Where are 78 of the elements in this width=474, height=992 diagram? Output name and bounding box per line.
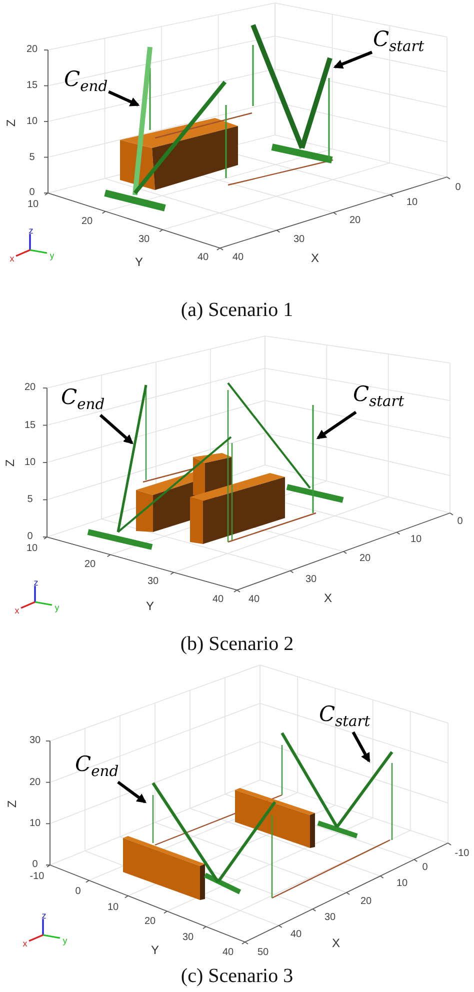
axis-letter: z: [34, 578, 38, 588]
axis-label: Y: [151, 944, 159, 956]
axis-letter: y: [62, 936, 68, 946]
axis-label: X: [332, 937, 340, 949]
axis-label: Y: [146, 600, 154, 612]
tick-label: 20: [26, 45, 38, 55]
axis-label: Z: [6, 800, 18, 808]
tick-label: 30: [182, 933, 194, 943]
tick-label: 20: [144, 917, 156, 927]
math-label: C$_{end}$: [63, 66, 109, 98]
tick-label: 30: [305, 575, 317, 585]
tick-label: 5: [29, 153, 35, 163]
tick-label: 30: [147, 577, 159, 587]
arrow: [333, 50, 373, 69]
math-label: C$_{end}$: [74, 751, 120, 782]
axis-letter: y: [50, 252, 54, 260]
axis-letter: z: [42, 912, 46, 920]
axis-label: X: [311, 252, 319, 264]
tick-label: 20: [360, 897, 372, 907]
tick-label: -10: [454, 849, 470, 859]
tick-label: 40: [232, 253, 244, 263]
axis-letter: x: [14, 606, 20, 616]
axis-label: Y: [135, 256, 143, 268]
tick-label: 30: [324, 913, 336, 923]
tick-label: 50: [257, 948, 269, 958]
tick-label: 0: [27, 532, 33, 542]
arrow: [316, 410, 357, 440]
tick-label: 10: [26, 544, 38, 554]
tick-label: 10: [26, 117, 38, 127]
axis-letter: z: [28, 226, 34, 236]
tick-label: 20: [29, 778, 41, 788]
tick-label: 40: [248, 595, 260, 605]
tick-label: 0: [457, 517, 463, 527]
tick-label: 20: [359, 554, 371, 564]
axis-label: Z: [4, 459, 16, 467]
axis-label: X: [324, 592, 332, 604]
tick-label: 10: [406, 198, 418, 208]
caption: (a) Scenario 1: [180, 300, 294, 320]
math-label: C$_{start}$: [318, 701, 372, 732]
tick-label: 10: [27, 200, 39, 210]
math-label: C$_{start}$: [372, 26, 426, 58]
tick-label: -10: [30, 872, 44, 882]
axis-label: Z: [5, 119, 17, 127]
arrow: [117, 780, 147, 804]
tick-label: 20: [349, 216, 361, 226]
tick-label: 0: [422, 863, 428, 873]
tick-label: 20: [84, 560, 96, 570]
tick-label: 20: [81, 217, 93, 227]
tick-label: 0: [455, 183, 461, 193]
tick-label: 10: [29, 819, 41, 829]
tick-label: 40: [290, 930, 302, 940]
math-label: C$_{end}$: [60, 384, 106, 416]
tick-label: 10: [410, 535, 422, 545]
tick-label: 5: [27, 495, 33, 505]
arrow: [352, 731, 370, 763]
caption: (c) Scenario 3: [180, 966, 294, 986]
tick-label: 15: [24, 421, 36, 431]
caption: (b) Scenario 2: [180, 634, 294, 654]
tick-label: 0: [32, 860, 38, 870]
axis-letter: x: [22, 940, 28, 948]
tick-label: 40: [197, 253, 209, 263]
tick-label: 10: [396, 879, 408, 889]
arrow: [99, 414, 134, 444]
math-label: C$_{start}$: [352, 381, 406, 412]
axis-letter: x: [10, 254, 14, 264]
tick-label: 40: [222, 948, 234, 958]
tick-label: 20: [24, 383, 36, 393]
arrow: [108, 90, 140, 106]
tick-label: 15: [26, 81, 38, 91]
tick-label: 10: [107, 903, 119, 913]
tick-label: 10: [24, 458, 36, 468]
tick-label: 0: [29, 188, 35, 198]
tick-label: 0: [75, 887, 81, 897]
tick-label: 40: [212, 595, 224, 605]
tick-label: 30: [138, 235, 150, 245]
tick-label: 30: [293, 235, 305, 245]
tick-label: 30: [29, 736, 41, 746]
axis-letter: y: [54, 604, 60, 612]
